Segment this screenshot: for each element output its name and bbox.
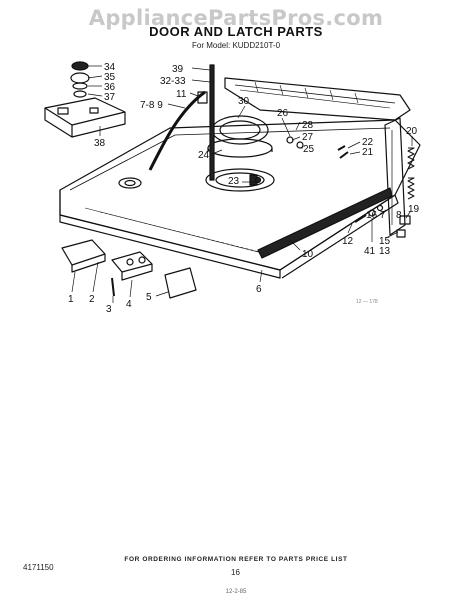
- document-number: 4171150: [23, 563, 54, 572]
- callout-27: 27: [302, 132, 314, 143]
- callout-15: 15: [379, 236, 391, 247]
- watermark-text: AppliancePartsPros.com: [88, 6, 384, 30]
- callout-labels: 34 35 36 37 38 39 32-33 11 7-8 9 30 26 2…: [68, 62, 420, 315]
- strike-plate-part-5: [164, 267, 197, 299]
- callout-3: 3: [106, 304, 112, 315]
- callout-10: 10: [302, 249, 314, 260]
- leader-lines: [71, 65, 413, 303]
- callout-2: 2: [89, 294, 95, 305]
- callout-7-8-9-left: 7-8 9: [140, 100, 163, 111]
- detergent-cup: [205, 168, 275, 192]
- control-housing: [44, 97, 126, 138]
- mounting-screws: [254, 136, 304, 184]
- screw-part-3: [111, 277, 115, 297]
- callout-6: 6: [256, 284, 262, 295]
- callout-36: 36: [104, 82, 116, 93]
- latch-bracket-part-1: [61, 239, 106, 273]
- callout-16-7: 16 7: [366, 210, 386, 221]
- callout-13: 13: [379, 246, 391, 257]
- callout-23: 23: [228, 176, 240, 187]
- callout-32-33: 32-33: [160, 76, 186, 87]
- callout-12: 12: [342, 236, 354, 247]
- hinge-bracket: [197, 91, 208, 104]
- latch-assembly-part-4: [111, 251, 153, 281]
- dial-knob-assembly: [70, 61, 90, 98]
- callout-1: 1: [68, 294, 74, 305]
- callout-24: 24: [198, 150, 210, 161]
- latch-bar: [257, 187, 393, 259]
- callout-25: 25: [303, 144, 315, 155]
- dispenser-ring: [207, 115, 273, 158]
- hinge-hardware: [337, 145, 411, 238]
- callout-34: 34: [104, 62, 116, 73]
- callout-5: 5: [146, 292, 152, 303]
- callout-35: 35: [104, 72, 116, 83]
- callout-30: 30: [238, 96, 250, 107]
- callout-21: 21: [362, 147, 374, 158]
- model-subtitle: For Model: KUDD210T-0: [191, 41, 281, 50]
- callout-38: 38: [94, 138, 106, 149]
- hinge-rod-left: [209, 64, 215, 181]
- door-springs: [407, 147, 415, 200]
- callout-39: 39: [172, 64, 184, 75]
- ordering-note: FOR ORDERING INFORMATION REFER TO PARTS …: [124, 556, 348, 563]
- callout-8: 8: [396, 210, 402, 221]
- callout-41: 41: [364, 246, 376, 257]
- callout-28: 28: [302, 120, 314, 131]
- callout-22: 22: [362, 137, 374, 148]
- callout-26: 26: [277, 108, 289, 119]
- page-title: DOOR AND LATCH PARTS: [149, 24, 323, 39]
- callout-19: 19: [408, 204, 420, 215]
- print-code: 12-2-85: [225, 589, 247, 595]
- diagram-ref-code: 12 — 178: [356, 299, 378, 305]
- right-side-frame: [384, 117, 406, 236]
- callout-37: 37: [104, 92, 116, 103]
- rinse-aid-port: [118, 177, 142, 189]
- page-number: 16: [231, 568, 240, 577]
- callout-11: 11: [176, 89, 187, 100]
- vent-trim-bar: [224, 77, 411, 121]
- callout-20: 20: [406, 126, 418, 137]
- callout-4: 4: [126, 299, 132, 310]
